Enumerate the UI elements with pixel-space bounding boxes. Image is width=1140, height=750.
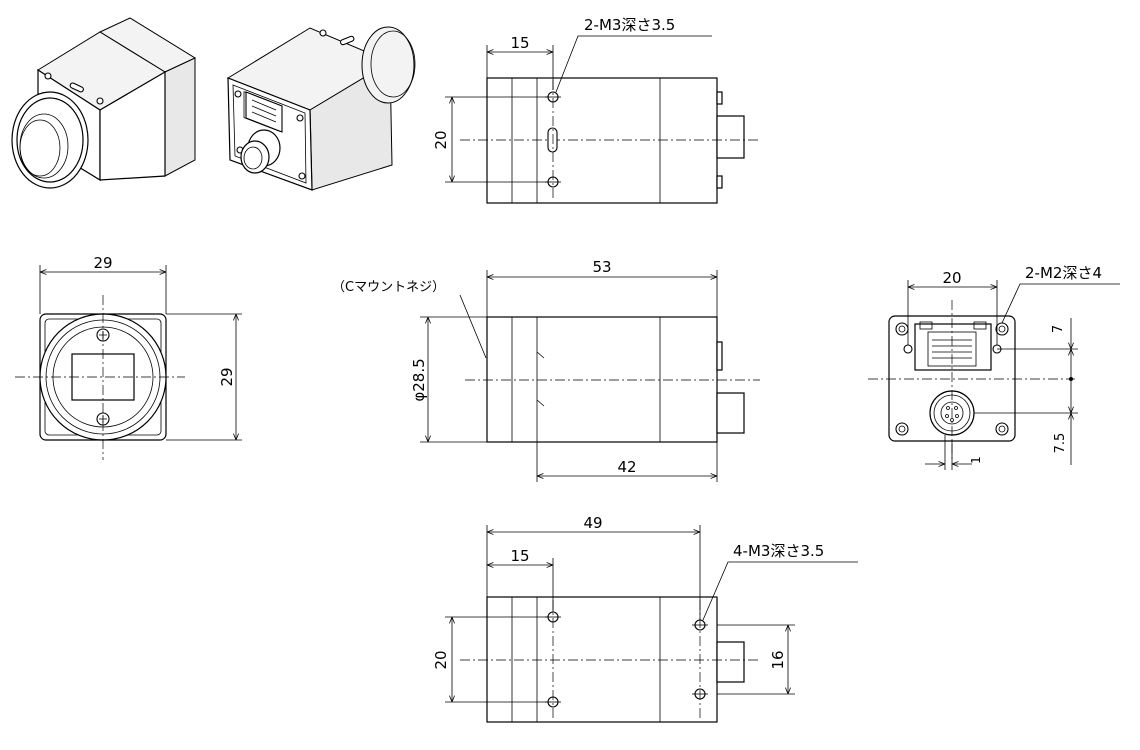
side-body-length-label: 42 [617, 458, 636, 476]
iso-view-front [11, 17, 197, 189]
rear-view: 20 2-M2深さ4 7 7.5 1 [868, 264, 1120, 470]
bottom-callout-label: 4-M3深さ3.5 [733, 542, 824, 560]
top-spacing-label: 20 [432, 130, 450, 149]
front-width-label: 29 [93, 254, 112, 272]
iso-view-rear [226, 26, 416, 191]
bottom-length-label: 49 [583, 514, 602, 532]
rear-small-offset-label: 1 [969, 456, 983, 464]
side-diameter-label: φ28.5 [410, 358, 428, 401]
top-offset-label: 15 [510, 34, 529, 52]
front-view: 29 29 [15, 254, 242, 460]
rear-callout-label: 2-M2深さ4 [1025, 264, 1102, 282]
rear-spacing-label: 20 [942, 269, 961, 287]
bottom-view: 49 15 20 16 4-M3深さ3.5 [432, 514, 858, 723]
rear-top-offset-label: 7 [1051, 325, 1066, 333]
top-callout-label: 2-M3深さ3.5 [584, 16, 675, 34]
bottom-offset-label: 15 [510, 547, 529, 565]
rear-bottom-offset-label: 7.5 [1053, 433, 1068, 454]
mount-note-label: （Cマウントネジ） [332, 280, 445, 295]
side-view: 53 42 φ28.5 （Cマウントネジ） [332, 258, 760, 482]
side-length-label: 53 [592, 258, 611, 276]
front-height-label: 29 [218, 367, 236, 386]
bottom-spacing-label: 20 [432, 650, 450, 669]
top-view: 15 20 2-M3深さ3.5 [432, 16, 760, 204]
bottom-connector-label: 16 [769, 650, 787, 669]
